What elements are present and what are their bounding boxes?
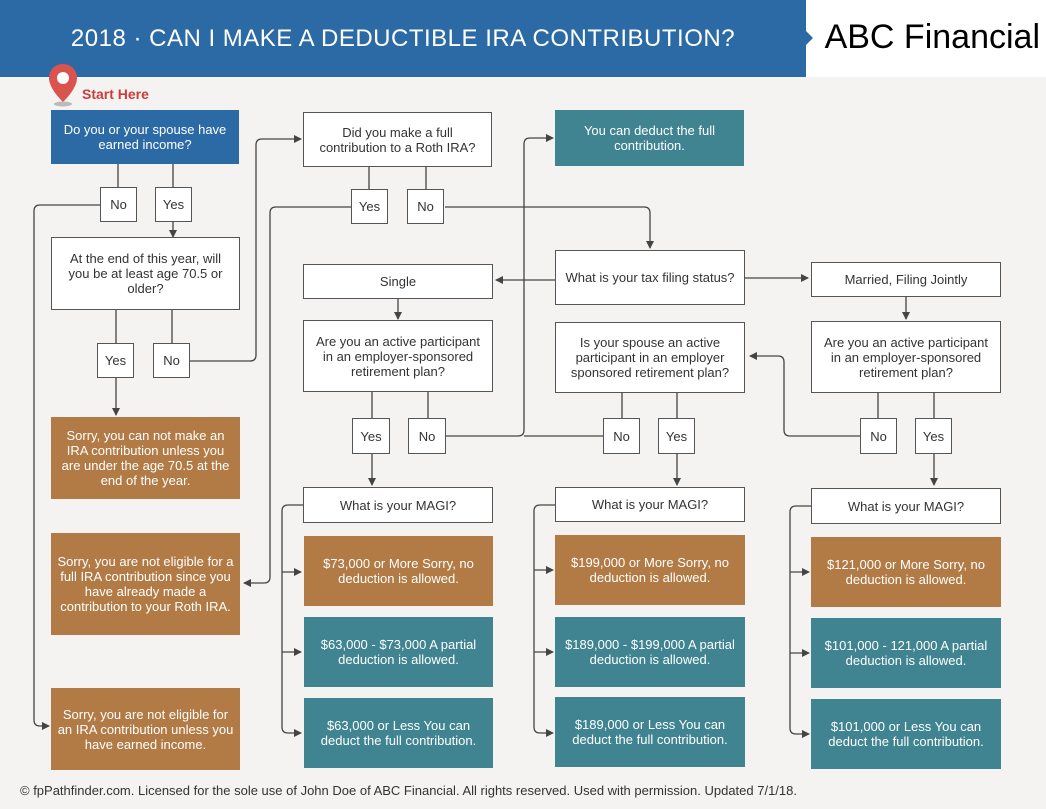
married-plan-question: Are you an active participant in an empl… bbox=[811, 321, 1001, 393]
single-magi-question: What is your MAGI? bbox=[303, 487, 493, 523]
location-pin-icon bbox=[49, 64, 77, 107]
spouse-magi-high: $199,000 or More Sorry, no deduction is … bbox=[555, 535, 745, 605]
spouse-plan-question: Is your spouse an active participant in … bbox=[555, 322, 745, 393]
page-title: 2018 · CAN I MAKE A DEDUCTIBLE IRA CONTR… bbox=[70, 25, 736, 52]
single-option: Single bbox=[303, 264, 493, 299]
sorry-income-result: Sorry, you are not eligible for an IRA c… bbox=[51, 688, 240, 770]
married-magi-low: $101,000 or Less You can deduct the full… bbox=[811, 699, 1001, 769]
married-magi-mid: $101,000 - 121,000 A partial deduction i… bbox=[811, 618, 1001, 688]
filing-status-question: What is your tax filing status? bbox=[555, 250, 745, 305]
spouse-no-option: No bbox=[603, 418, 640, 454]
single-no-option: No bbox=[408, 418, 446, 454]
age-question: At the end of this year, will you be at … bbox=[51, 237, 240, 310]
income-yes-option: Yes bbox=[155, 187, 192, 222]
spouse-magi-question: What is your MAGI? bbox=[555, 487, 745, 522]
married-yes-option: Yes bbox=[915, 418, 952, 454]
brand-logo-text: ABC Financial bbox=[824, 18, 1040, 56]
roth-no-option: No bbox=[407, 189, 444, 224]
roth-yes-option: Yes bbox=[351, 189, 388, 224]
income-no-option: No bbox=[100, 187, 137, 222]
spouse-magi-mid: $189,000 - $199,000 A partial deduction … bbox=[555, 617, 745, 687]
married-no-option: No bbox=[860, 418, 897, 454]
header-arrow bbox=[806, 31, 813, 45]
sorry-age-result: Sorry, you can not make an IRA contribut… bbox=[51, 417, 240, 499]
footer-copyright: © fpPathfinder.com. Licensed for the sol… bbox=[20, 783, 797, 798]
age-no-option: No bbox=[153, 343, 190, 378]
single-magi-low: $63,000 or Less You can deduct the full … bbox=[304, 698, 493, 768]
married-option: Married, Filing Jointly bbox=[811, 262, 1001, 297]
earned-income-question: Do you or your spouse have earned income… bbox=[51, 110, 239, 164]
full-deduct-result: You can deduct the full contribution. bbox=[555, 110, 744, 166]
brand-area bbox=[806, 0, 1046, 77]
single-yes-option: Yes bbox=[352, 418, 390, 454]
spouse-magi-low: $189,000 or Less You can deduct the full… bbox=[555, 697, 745, 767]
start-here-label: Start Here bbox=[82, 86, 149, 102]
header-bar bbox=[0, 0, 806, 77]
single-magi-high: $73,000 or More Sorry, no deduction is a… bbox=[304, 536, 493, 606]
single-plan-question: Are you an active participant in an empl… bbox=[303, 320, 493, 392]
married-magi-question: What is your MAGI? bbox=[811, 488, 1001, 524]
single-magi-mid: $63,000 - $73,000 A partial deduction is… bbox=[304, 617, 493, 687]
married-magi-high: $121,000 or More Sorry, no deduction is … bbox=[811, 537, 1001, 607]
age-yes-option: Yes bbox=[97, 343, 134, 378]
spouse-yes-option: Yes bbox=[658, 418, 695, 454]
roth-question: Did you make a full contribution to a Ro… bbox=[303, 112, 492, 167]
sorry-roth-result: Sorry, you are not eligible for a full I… bbox=[51, 533, 240, 635]
